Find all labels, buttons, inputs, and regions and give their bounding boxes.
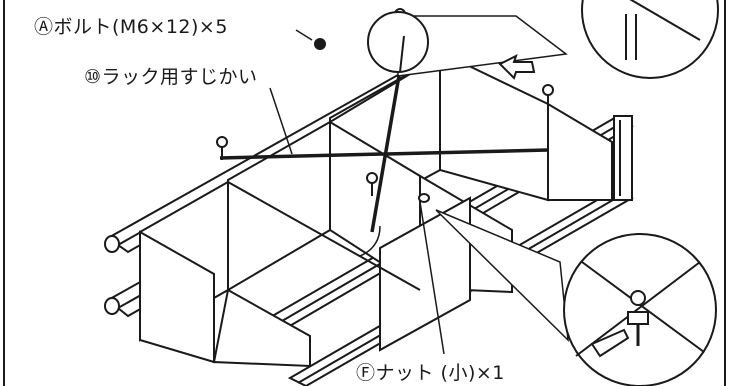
- detail-callout-top: [367, 0, 719, 79]
- leader-lines: [269, 29, 445, 355]
- rack-brace-label: ⑩ラック用すじかい: [84, 66, 258, 88]
- direction-arrow-icon: [498, 54, 536, 80]
- detail-callout-nut: [435, 209, 717, 386]
- bolt-a-label: Ⓐボルト(M6×12)×5: [34, 16, 228, 38]
- nut-f-label: Ⓕナット (小)×1: [356, 362, 505, 384]
- diagram-border: [3, 0, 726, 386]
- nut-f-icon: [418, 193, 430, 203]
- rack-brace: [219, 69, 549, 233]
